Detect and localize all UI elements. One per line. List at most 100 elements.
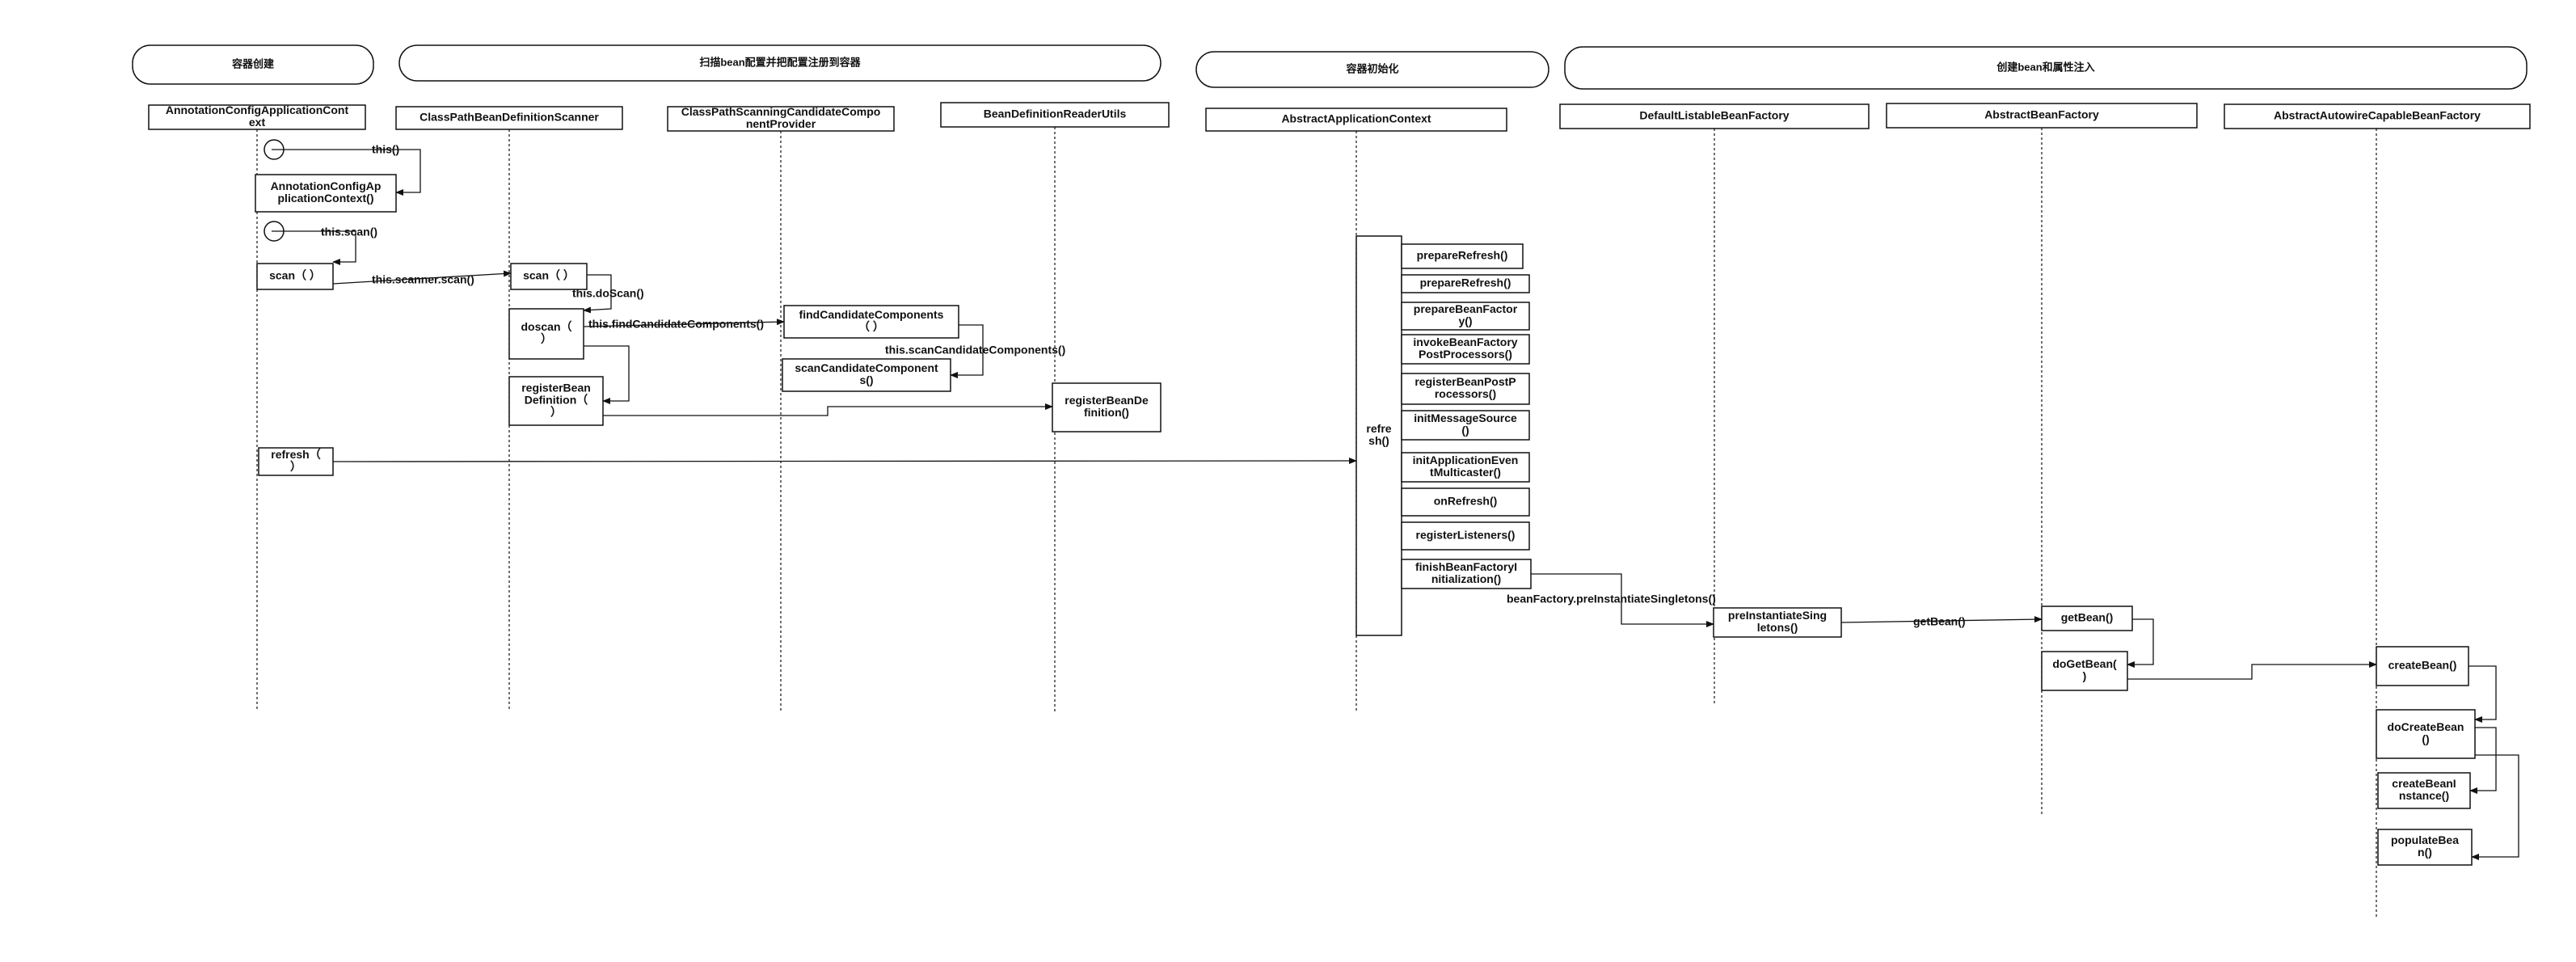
method-label: getBean(): [2061, 611, 2114, 624]
message-arrow: [2127, 618, 2154, 668]
message-label: this.scan(): [321, 226, 377, 238]
method-label: plicationContext(): [278, 192, 374, 205]
method-box: [508, 376, 604, 426]
method-box: [1401, 243, 1524, 269]
lifeline-label: ClassPathScanningCandidateCompo: [681, 105, 881, 118]
lifeline-header: [395, 106, 623, 130]
message-arrow: [950, 324, 984, 378]
method-label: nitialization(): [1431, 572, 1501, 585]
method-box: [2041, 651, 2128, 691]
message-label: this.scanner.scan(): [372, 273, 474, 286]
method-label: refresh（: [271, 448, 320, 461]
method-label: refre: [1366, 422, 1391, 435]
phase-frame: [398, 44, 1162, 82]
method-box: [1401, 334, 1530, 365]
method-box: [1401, 521, 1530, 551]
method-box: [255, 174, 397, 213]
message-arrow: [272, 230, 356, 265]
message-arrow: [2127, 661, 2377, 680]
lifeline-header: [1205, 108, 1507, 132]
method-box: [1401, 410, 1530, 441]
method-label: registerBeanPostP: [1414, 375, 1516, 388]
lifeline-label: AbstractApplicationContext: [1281, 112, 1431, 125]
method-box: [2376, 646, 2469, 686]
method-label: finition(): [1084, 406, 1129, 419]
method-label: ): [2083, 669, 2087, 682]
method-label: prepareRefresh(): [1417, 249, 1508, 262]
method-label: preInstantiateSing: [1728, 609, 1827, 622]
lifeline-label: ClassPathBeanDefinitionScanner: [419, 111, 599, 124]
method-box: [1401, 274, 1530, 293]
method-label: findCandidateComponents: [799, 308, 944, 321]
method-label: prepareRefresh(): [1420, 276, 1511, 289]
lifeline-label: DefaultListableBeanFactory: [1639, 109, 1789, 122]
message-arrow: [332, 270, 512, 285]
lifeline-header: [667, 106, 895, 132]
method-label: sh(): [1368, 434, 1389, 447]
lifeline-label: AbstractBeanFactory: [1984, 108, 2099, 121]
method-label: scan（ ）: [523, 269, 575, 282]
method-box: [2377, 772, 2471, 809]
lifeline-label: AnnotationConfigApplicationCont: [166, 103, 349, 116]
method-box: [783, 305, 959, 339]
method-label: ）: [550, 406, 562, 419]
method-box: [2376, 709, 2476, 759]
phase-label: 容器创建: [231, 57, 274, 70]
method-label: finishBeanFactoryI: [1415, 560, 1517, 573]
method-label: onRefresh(): [1434, 495, 1498, 508]
method-label: prepareBeanFactor: [1414, 302, 1518, 315]
method-label: rocessors(): [1435, 387, 1496, 400]
message-label: this.scanCandidateComponents(): [885, 344, 1065, 357]
method-label: n(): [2418, 846, 2432, 859]
phase-frame: [1195, 51, 1549, 88]
method-box: [256, 263, 334, 290]
message-arrow: [2471, 754, 2519, 860]
lifeline-label: ext: [249, 116, 266, 129]
method-label: （ ）: [858, 320, 884, 333]
method-label: doCreateBean: [2388, 720, 2464, 733]
method-label: letons(): [1757, 621, 1798, 634]
message-arrow: [272, 149, 421, 196]
method-label: ）: [290, 460, 301, 473]
method-box: [1401, 373, 1530, 405]
method-label: (): [1461, 424, 1469, 437]
lifeline-header: [2224, 103, 2531, 129]
lifeline-header: [1886, 103, 2198, 129]
method-label: s(): [859, 373, 873, 386]
message-arrow: [2469, 727, 2497, 794]
method-label: Definition（: [525, 394, 588, 407]
message-arrow: [583, 319, 785, 327]
method-label: PostProcessors(): [1419, 348, 1512, 361]
phase-label: 扫描bean配置并把配置注册到容器: [699, 56, 861, 68]
method-label: registerBean: [521, 382, 591, 395]
method-label: populateBea: [2391, 833, 2459, 846]
message-label: getBean(): [1913, 615, 1966, 628]
method-box: [1401, 302, 1530, 331]
method-box: [1401, 452, 1530, 483]
phase-label: 创建bean和属性注入: [1996, 61, 2094, 73]
method-label: scan（ ）: [269, 269, 321, 282]
method-label: registerListeners(): [1416, 529, 1516, 542]
message-label: beanFactory.preInstantiateSingletons(): [1507, 593, 1716, 605]
lifeline-label: BeanDefinitionReaderUtils: [984, 108, 1127, 120]
phase-frame: [1564, 46, 2528, 90]
lifeline-label: nentProvider: [746, 117, 816, 130]
method-label: registerBeanDe: [1065, 394, 1149, 407]
message-arrow: [583, 274, 612, 314]
method-box: [1052, 382, 1162, 432]
method-label: (): [2422, 732, 2429, 745]
lifeline-header: [148, 104, 366, 130]
lifeline-label: AbstractAutowireCapableBeanFactory: [2274, 109, 2481, 122]
method-label: initMessageSource: [1414, 411, 1517, 424]
method-label: scanCandidateComponent: [795, 361, 938, 374]
phase-label: 容器初始化: [1345, 62, 1398, 74]
method-label: invokeBeanFactory: [1413, 335, 1517, 348]
message-arrow: [1531, 573, 1714, 627]
method-label: y(): [1458, 314, 1472, 327]
message-arrow: [332, 458, 1357, 465]
message-arrow: [584, 345, 630, 404]
method-label: doGetBean(: [2052, 657, 2117, 670]
method-label: doscan（: [521, 320, 571, 333]
method-box: [508, 308, 584, 360]
